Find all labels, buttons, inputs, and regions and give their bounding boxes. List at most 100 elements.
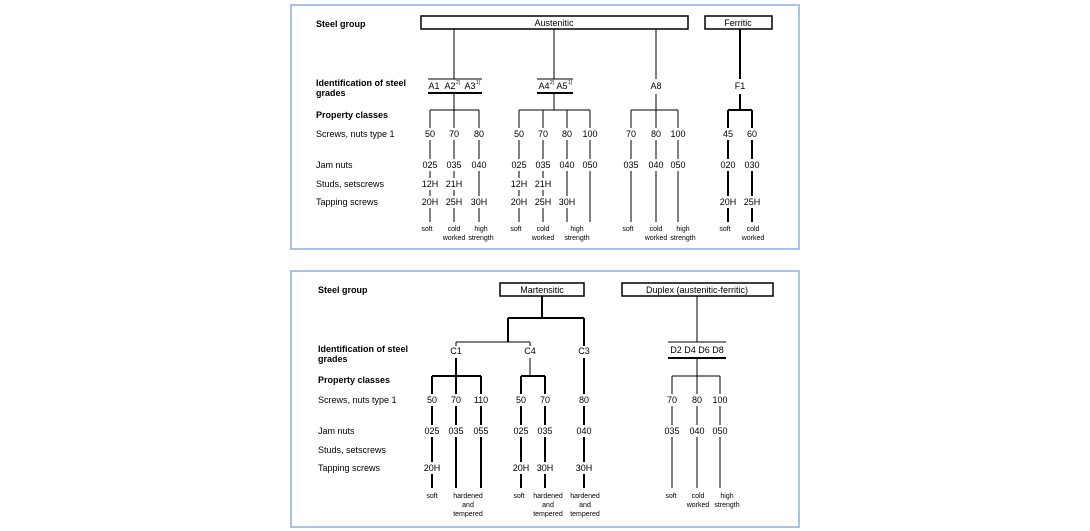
property-class-screw: 50 (516, 395, 526, 405)
grade-a8: A8 (650, 81, 661, 91)
property-class-jam: 055 (473, 426, 488, 436)
grade-a2-footnote: 2) (456, 80, 461, 86)
property-class-screw: 60 (747, 129, 757, 139)
property-class-stud: 12H (422, 179, 439, 189)
martensitic-group-box: Martensitic (499, 282, 585, 297)
austenitic-group-box: Austenitic (420, 15, 689, 30)
jam-nuts-label: Jam nuts (316, 160, 353, 170)
grade-a4-footnote: 2) (550, 80, 555, 86)
property-class-screw: 80 (562, 129, 572, 139)
property-class-screw: 80 (651, 129, 661, 139)
property-class-jam: 035 (446, 160, 461, 170)
property-class-tap: 25H (446, 197, 463, 207)
condition-strength: strength (670, 235, 695, 242)
grade-f1: F1 (735, 81, 746, 91)
property-class-tap: 20H (424, 463, 441, 473)
property-class-jam: 025 (511, 160, 526, 170)
property-class-tap: 30H (537, 463, 554, 473)
property-class-tap: 30H (559, 197, 576, 207)
property-class-screw: 100 (670, 129, 685, 139)
condition-tempered: tempered (453, 511, 483, 518)
property-class-jam: 025 (424, 426, 439, 436)
ident-label-line2: grades (318, 354, 348, 364)
duplex-group-box: Duplex (austenitic-ferritic) (621, 282, 774, 297)
grade-a3-footnote: 1) (476, 80, 481, 86)
jam-nuts-label: Jam nuts (318, 426, 355, 436)
property-class-screw: 50 (425, 129, 435, 139)
ident-label-line1: Identification of steel (316, 78, 406, 88)
condition-tempered: tempered (570, 511, 600, 518)
property-class-tap: 20H (720, 197, 737, 207)
condition-soft: soft (719, 226, 730, 233)
property-class-jam: 035 (623, 160, 638, 170)
property-class-screw: 100 (712, 395, 727, 405)
duplex-label: Duplex (austenitic-ferritic) (646, 285, 748, 295)
condition-cold: cold (537, 226, 550, 233)
condition-worked: worked (644, 235, 668, 242)
property-class-screw: 70 (538, 129, 548, 139)
property-class-tap: 30H (471, 197, 488, 207)
condition-cold: cold (747, 226, 760, 233)
property-class-jam: 050 (712, 426, 727, 436)
condition-worked: worked (531, 235, 555, 242)
property-class-screw: 50 (514, 129, 524, 139)
property-class-screw: 70 (451, 395, 461, 405)
austenitic-ferritic-diagram: Steel group Identification of steel grad… (316, 15, 773, 242)
grade-c3: C3 (578, 346, 590, 356)
property-class-jam: 040 (576, 426, 591, 436)
studs-label: Studs, setscrews (316, 179, 385, 189)
grade-a1: A1 (428, 81, 439, 91)
ferritic-label: Ferritic (724, 18, 752, 28)
property-class-screw: 80 (579, 395, 589, 405)
property-class-jam: 025 (513, 426, 528, 436)
property-class-screw: 70 (667, 395, 677, 405)
austenitic-ferritic-panel: Steel group Identification of steel grad… (290, 4, 800, 250)
grade-c1: C1 (450, 346, 462, 356)
property-class-jam: 050 (670, 160, 685, 170)
property-class-stud: 21H (535, 179, 552, 189)
condition-strength: strength (714, 502, 739, 509)
property-class-screw: 80 (692, 395, 702, 405)
condition-worked: worked (686, 502, 710, 509)
grade-a5: A5 (556, 81, 567, 91)
property-class-tap: 30H (576, 463, 593, 473)
studs-label: Studs, setscrews (318, 445, 387, 455)
property-class-jam: 035 (664, 426, 679, 436)
property-class-jam: 020 (720, 160, 735, 170)
property-class-columns: 50 025 12H 20H 70 035 21H 25H 80 040 30H 50 025 12H 20… (422, 110, 760, 222)
property-class-stud: 21H (446, 179, 463, 189)
property-class-stud: 12H (511, 179, 528, 189)
property-class-tap: 20H (422, 197, 439, 207)
property-class-tap: 25H (535, 197, 552, 207)
ferritic-group-box: Ferritic (704, 15, 773, 30)
property-class-jam: 040 (559, 160, 574, 170)
tapping-label: Tapping screws (316, 197, 379, 207)
grade-a5-footnote: 1) (568, 80, 573, 86)
property-class-screw: 70 (540, 395, 550, 405)
property-class-tap: 20H (513, 463, 530, 473)
steel-group-label: Steel group (316, 19, 366, 29)
property-class-jam: 025 (422, 160, 437, 170)
property-class-screw: 50 (427, 395, 437, 405)
screws-label: Screws, nuts type 1 (318, 395, 397, 405)
screws-label: Screws, nuts type 1 (316, 129, 395, 139)
condition-and: and (542, 502, 554, 509)
condition-cold: cold (650, 226, 663, 233)
property-class-jam: 030 (744, 160, 759, 170)
condition-and: and (579, 502, 591, 509)
property-class-jam: 040 (471, 160, 486, 170)
grade-a4: A4 (538, 81, 549, 91)
condition-labels: soft hardened and tempered soft hardened… (426, 493, 739, 518)
ident-label-line1: Identification of steel (318, 344, 408, 354)
martensitic-duplex-panel: Steel group Identification of steel grad… (290, 270, 800, 528)
condition-high: high (676, 226, 689, 233)
property-classes-label: Property classes (316, 110, 388, 120)
property-class-screw: 110 (474, 395, 488, 405)
grade-a3: A3 (464, 81, 475, 91)
property-class-screw: 70 (449, 129, 459, 139)
condition-high: high (474, 226, 487, 233)
steel-group-label: Steel group (318, 285, 368, 295)
property-class-tap: 20H (511, 197, 528, 207)
condition-cold: cold (448, 226, 461, 233)
condition-soft: soft (421, 226, 432, 233)
